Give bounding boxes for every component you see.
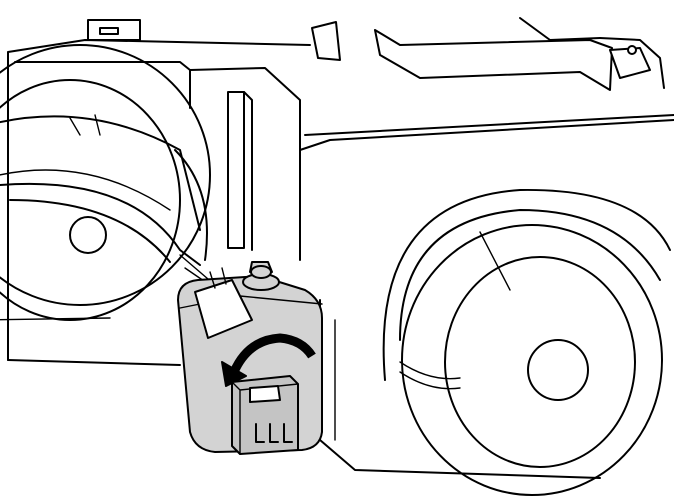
left-blower-fan — [0, 44, 221, 321]
electrical-connector — [231, 375, 299, 455]
heater-housing — [7, 17, 674, 479]
right-blower-fan — [382, 188, 671, 496]
actuator-motor — [177, 261, 323, 455]
